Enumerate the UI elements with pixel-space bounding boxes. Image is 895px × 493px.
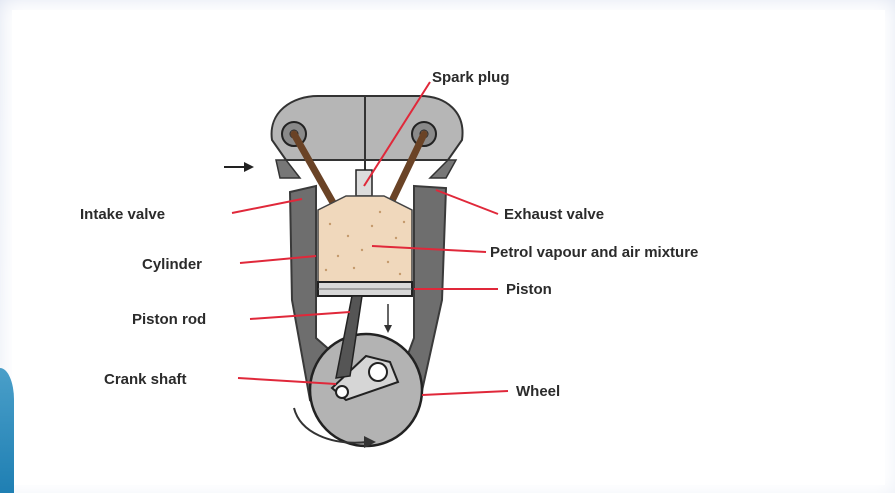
crank-pin (369, 363, 387, 381)
label-exhaust-valve: Exhaust valve (504, 206, 604, 223)
label-cylinder: Cylinder (142, 256, 202, 273)
leader-wheel (422, 391, 508, 395)
label-wheel: Wheel (516, 383, 560, 400)
mixture-region (318, 196, 412, 282)
label-piston-rod: Piston rod (132, 311, 206, 328)
spark-plug-body (356, 170, 372, 196)
crank-shaft-center (336, 386, 348, 398)
label-piston: Piston (506, 281, 552, 298)
label-crank-shaft: Crank shaft (104, 371, 187, 388)
piston-motion-arrowhead (384, 325, 392, 333)
intake-arrowhead (244, 162, 254, 172)
label-spark-plug: Spark plug (432, 69, 510, 86)
head-shadow-left (276, 160, 300, 178)
head-shadow-right (430, 160, 456, 178)
label-intake-valve: Intake valve (80, 206, 165, 223)
label-mixture: Petrol vapour and air mixture (490, 244, 698, 261)
